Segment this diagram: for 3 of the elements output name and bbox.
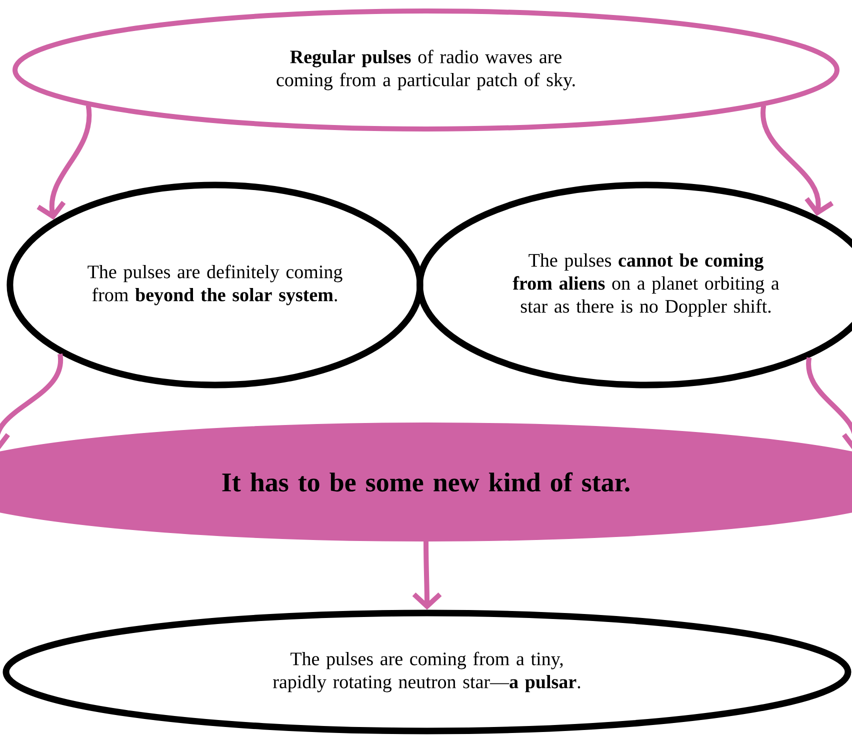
arrow xyxy=(36,105,92,220)
arrow xyxy=(760,105,834,216)
arrow xyxy=(412,541,442,610)
